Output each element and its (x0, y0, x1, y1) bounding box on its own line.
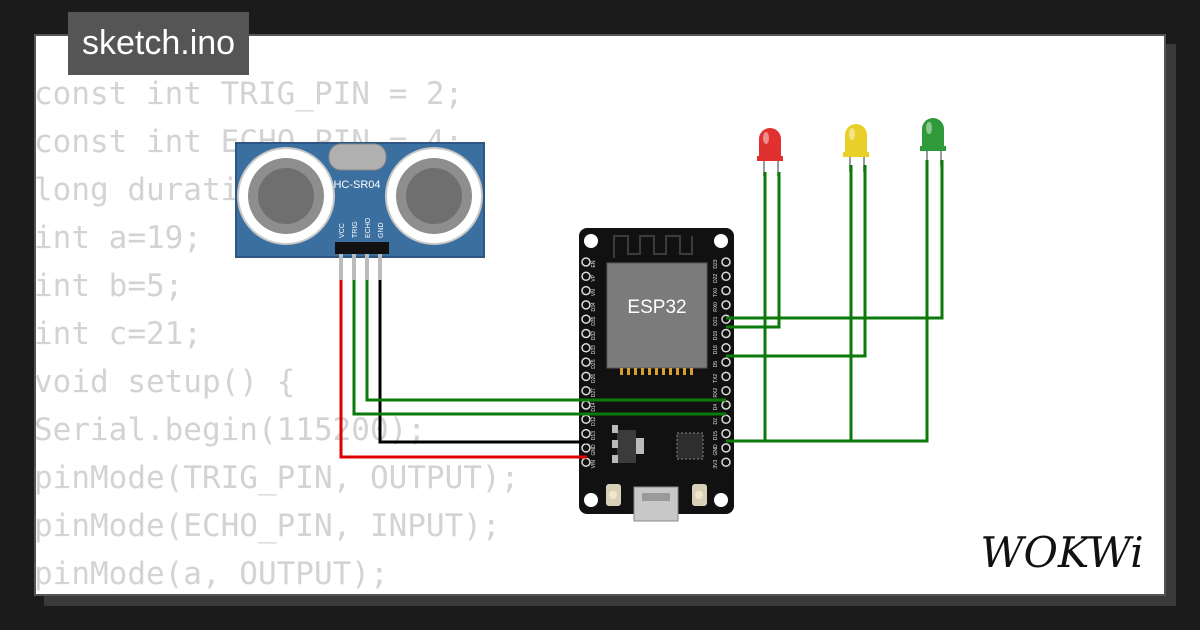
code-line: void setup() { (34, 364, 296, 400)
wires (339, 160, 944, 459)
code-line: int c=21; (34, 316, 202, 352)
board-pin-label: GND (591, 444, 597, 456)
board-pin-label: RX0 (713, 302, 719, 312)
code-line: pinMode(TRIG_PIN, OUTPUT); (34, 460, 520, 496)
board-pin[interactable] (581, 443, 591, 453)
board-pin[interactable] (581, 314, 591, 324)
board-pin[interactable] (581, 300, 591, 310)
board-pin[interactable] (581, 400, 591, 410)
sensor-transducer-right (385, 147, 483, 245)
board-pin-label: VP (591, 274, 597, 281)
wire-yellow-led-gnd[interactable] (726, 165, 853, 443)
sensor-label: HC-SR04 (333, 179, 380, 191)
board-pin[interactable] (721, 414, 731, 425)
board-pin-label: D21 (713, 316, 719, 325)
board-pin[interactable] (721, 400, 731, 410)
board-pin-label: EN (591, 260, 597, 267)
board-pin[interactable] (721, 457, 731, 467)
board-pin-label: D22 (713, 274, 719, 283)
wokwi-logo: WOKWi (980, 528, 1143, 577)
code-line: pinMode(ECHO_PIN, INPUT); (34, 508, 501, 544)
green-led[interactable] (920, 118, 946, 166)
board-pin[interactable] (721, 328, 731, 339)
wire-gnd[interactable] (378, 280, 587, 444)
board-pin-label: GND (713, 444, 719, 456)
board-pin-label: D34 (591, 302, 597, 311)
code-line: const int TRIG_PIN = 2; (34, 76, 464, 112)
wire-vcc[interactable] (339, 280, 587, 459)
wire-red-led[interactable] (726, 172, 781, 329)
board-pin[interactable] (581, 328, 591, 339)
code-line: int b=5; (34, 268, 184, 304)
board-pin[interactable] (721, 271, 731, 282)
board-pin-label: 3V3 (713, 460, 719, 469)
board-pin-label: D19 (713, 331, 719, 340)
board-pin-label: D23 (713, 259, 719, 268)
board-pin-label: VIN (591, 460, 597, 469)
sensor-transducer-left (237, 147, 335, 245)
esp32-board[interactable]: ESP32 ENVPVND34D35D32D33D25D26D27D14D12D… (579, 228, 734, 522)
wire-trig[interactable] (352, 280, 726, 416)
board-pin-label: D25 (591, 359, 597, 368)
board-pin[interactable] (721, 300, 731, 310)
board-pin-label: D35 (591, 316, 597, 325)
code-line: pinMode(a, OUTPUT); (34, 556, 389, 592)
board-pin-label: D13 (591, 431, 597, 440)
code-line: int a=19; (34, 220, 202, 256)
board-pin-label: D2 (713, 418, 719, 425)
board-pin[interactable] (721, 428, 731, 439)
board-pin[interactable] (581, 271, 591, 282)
board-pin[interactable] (721, 343, 731, 353)
wire-green-led[interactable] (726, 160, 944, 320)
board-pin-label: D27 (591, 388, 597, 397)
board-pin[interactable] (581, 257, 591, 267)
board-pin[interactable] (581, 371, 591, 382)
led-group (757, 118, 946, 176)
board-pin[interactable] (721, 385, 731, 396)
wire-yellow-led[interactable] (726, 165, 867, 358)
board-pin-label: D18 (713, 345, 719, 354)
wire-echo[interactable] (365, 280, 726, 402)
file-tab[interactable]: sketch.ino (68, 12, 250, 75)
board-pin[interactable] (581, 428, 591, 439)
board-pin-label: TX0 (713, 288, 719, 297)
board-pin-label: D14 (591, 402, 597, 411)
board-pin[interactable] (581, 343, 591, 353)
board-pin[interactable] (721, 257, 731, 267)
sensor-pin-vcc-label: VCC (339, 223, 346, 238)
board-pin[interactable] (581, 414, 591, 425)
board-label: ESP32 (627, 297, 686, 318)
sensor-pin-trig-label: TRIG (352, 221, 359, 238)
ultrasonic-sensor[interactable]: HC-SR04 VCC TRIG ECHO GND (235, 142, 485, 280)
board-pin-label: VN (591, 289, 597, 296)
board-pin[interactable] (721, 285, 731, 296)
board-pin-label: RX2 (713, 388, 719, 398)
yellow-led[interactable] (843, 124, 869, 172)
sensor-pin-gnd-label: GND (378, 222, 385, 238)
board-pin[interactable] (581, 285, 591, 296)
board-pin[interactable] (581, 385, 591, 396)
red-led[interactable] (757, 128, 783, 176)
board-pin[interactable] (721, 357, 731, 367)
board-pin-label: TX2 (713, 374, 719, 383)
board-pin-label: D5 (713, 361, 719, 368)
board-pin-label: D32 (591, 331, 597, 340)
board-pin[interactable] (581, 357, 591, 367)
wire-green-led-gnd[interactable] (726, 160, 929, 443)
board-pin-label: D12 (591, 417, 597, 426)
code-line: Serial.begin(115200); (34, 412, 426, 448)
board-pin-label: D4 (713, 404, 719, 411)
sensor-pin-echo-label: ECHO (365, 217, 372, 238)
board-pin-label: D15 (713, 431, 719, 440)
board-pin-label: D26 (591, 374, 597, 383)
board-pin[interactable] (721, 371, 731, 382)
board-pin[interactable] (581, 457, 591, 467)
board-pin[interactable] (721, 443, 731, 453)
board-pin-label: D33 (591, 345, 597, 354)
